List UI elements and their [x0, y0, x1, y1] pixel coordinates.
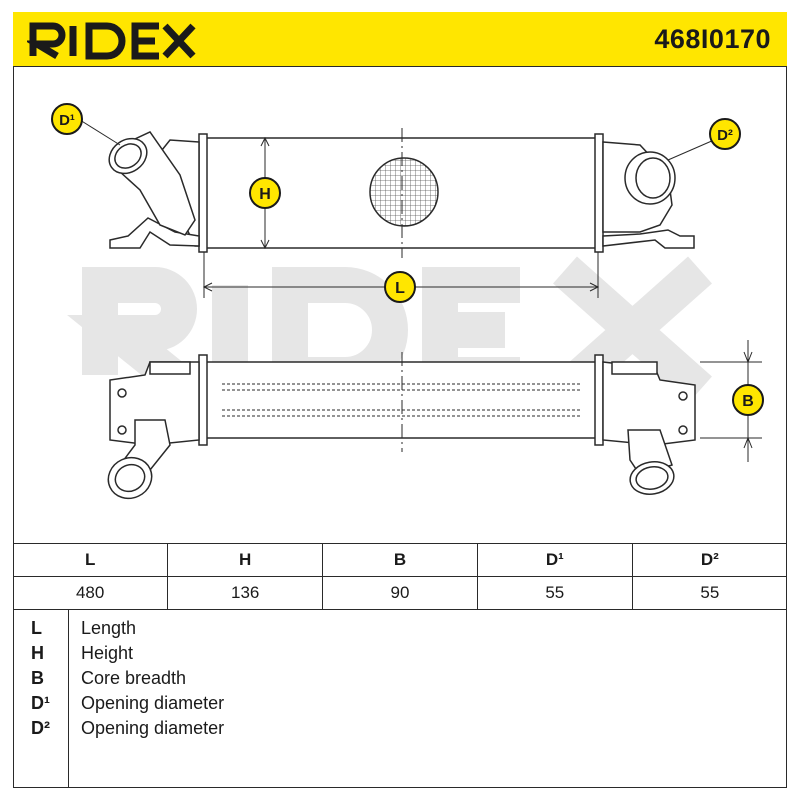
legend-item: D¹ Opening diameter [13, 693, 787, 718]
table-header-cell: B [322, 543, 478, 577]
header-bar: 468I0170 [13, 12, 787, 67]
marker-b: B [732, 384, 764, 416]
table-cell: 136 [167, 576, 324, 610]
table-cell: 480 [13, 576, 169, 610]
legend-item: H Height [13, 643, 787, 668]
legend-description: Core breadth [81, 668, 187, 688]
marker-d1: D¹ [51, 103, 83, 135]
legend-symbol: H [31, 643, 44, 663]
table-cell: 55 [631, 576, 787, 610]
legend-description: Height [81, 643, 134, 663]
dimensions-table: L H B D¹ D² 480 136 90 55 55 [13, 543, 787, 610]
marker-l: L [384, 271, 416, 303]
table-cell: 90 [322, 576, 478, 610]
table-cell: 55 [476, 576, 633, 610]
table-header-cell: D¹ [476, 543, 633, 577]
legend-item: L Length [13, 618, 787, 643]
legend-symbol: D¹ [31, 693, 50, 713]
core-front-view [204, 361, 598, 439]
marker-h-label: H [259, 186, 271, 203]
marker-d2-label: D² [717, 127, 733, 144]
table-row: 480 136 90 55 55 [13, 576, 787, 610]
table-header-cell: L [13, 543, 169, 577]
legend-divider [68, 609, 69, 787]
legend-item: D² Opening diameter [13, 718, 787, 743]
legend-item: B Core breadth [13, 668, 787, 693]
legend-description: Length [81, 618, 137, 638]
marker-b-label: B [742, 393, 754, 410]
marker-d2: D² [709, 118, 741, 150]
marker-l-label: L [395, 280, 405, 297]
table-header-row: L H B D¹ D² [13, 543, 787, 577]
marker-h: H [249, 177, 281, 209]
leader-d1 [79, 119, 121, 146]
part-number: 468I0170 [654, 24, 771, 54]
legend-symbol: B [31, 668, 44, 688]
legend-description: Opening diameter [81, 718, 225, 738]
legend-symbol: L [31, 618, 42, 638]
legend-symbol: D² [31, 718, 50, 738]
legend: L Length H Height B Core breadth D¹ Open… [13, 609, 787, 788]
marker-d1-label: D¹ [59, 112, 75, 129]
leader-d2 [667, 139, 715, 161]
table-header-cell: D² [631, 543, 787, 577]
legend-description: Opening diameter [81, 693, 225, 713]
intercooler-front-view [107, 352, 696, 500]
table-header-cell: H [167, 543, 324, 577]
ridex-logo [27, 22, 196, 60]
intercooler-top-view [108, 128, 695, 258]
